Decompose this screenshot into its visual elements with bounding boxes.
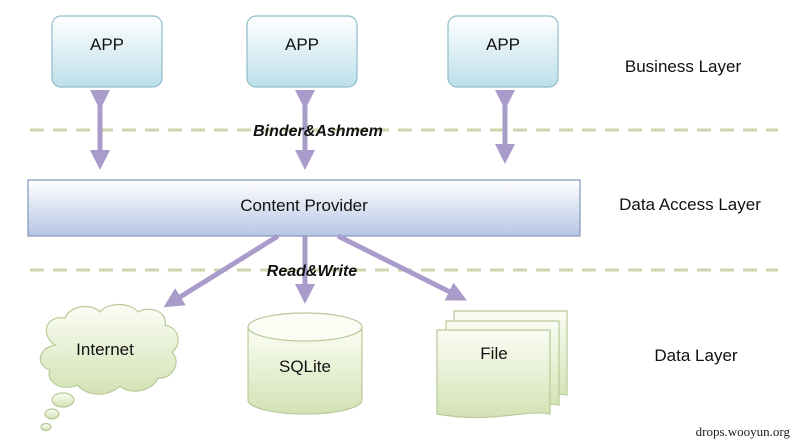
app-label: APP	[90, 35, 124, 54]
internet-label: Internet	[76, 340, 134, 359]
arrow-to-internet	[163, 233, 280, 308]
app-label: APP	[285, 35, 319, 54]
business-layer-label: Business Layer	[625, 57, 742, 76]
content-provider-label: Content Provider	[240, 196, 368, 215]
file-stack-icon: File	[436, 310, 568, 419]
sqlite-cylinder-icon: SQLite	[247, 312, 363, 415]
internet-cloud-icon: Internet	[39, 303, 179, 432]
sqlite-label: SQLite	[279, 357, 331, 376]
app-label: APP	[486, 35, 520, 54]
data-access-layer-label: Data Access Layer	[619, 195, 761, 214]
file-label: File	[480, 344, 507, 363]
read-write-label: Read&Write	[267, 263, 357, 280]
app-box-3: APP	[447, 15, 559, 88]
app-box-2: APP	[246, 15, 358, 88]
arrow-to-file	[336, 233, 467, 301]
data-layer-label: Data Layer	[654, 346, 737, 365]
app-box-1: APP	[51, 15, 163, 88]
content-provider-box: Content Provider	[27, 179, 581, 237]
watermark: drops.wooyun.org	[696, 424, 791, 439]
ipc-label: Binder&Ashmem	[253, 123, 383, 140]
